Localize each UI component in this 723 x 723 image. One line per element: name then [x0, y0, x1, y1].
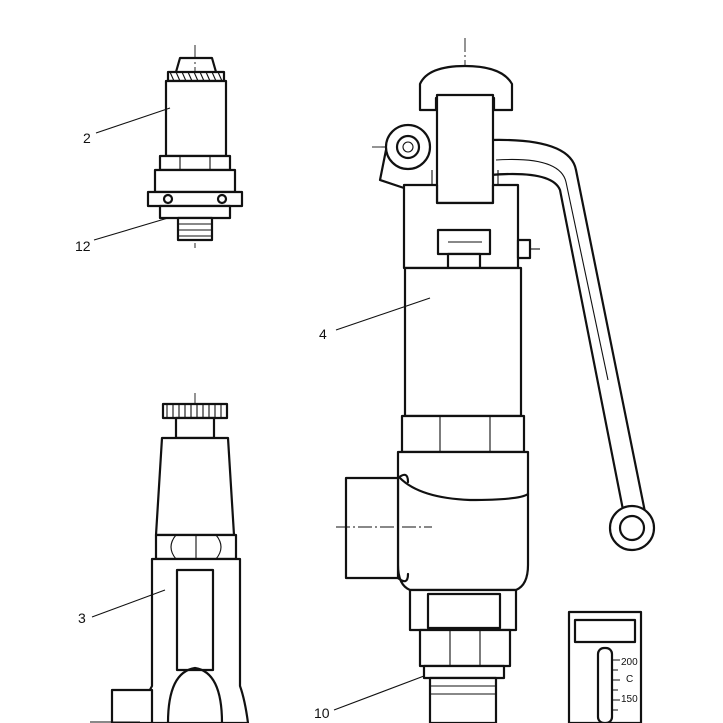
callout-2: 2 — [83, 107, 171, 146]
bottom-left-valve — [90, 393, 250, 723]
callout-12: 12 — [75, 217, 169, 254]
callout-2-label: 2 — [83, 130, 91, 146]
main-valve — [336, 38, 656, 723]
callout-4-label: 4 — [319, 326, 327, 342]
callout-12-label: 12 — [75, 238, 91, 254]
thermometer-mark-200: 200 — [621, 657, 638, 668]
callout-4: 4 — [319, 297, 431, 342]
callout-10-label: 10 — [314, 705, 330, 721]
callout-3: 3 — [78, 589, 166, 626]
thermometer: 200 C 150 — [567, 610, 643, 723]
callout-10: 10 — [314, 675, 425, 721]
thermometer-mark-150: 150 — [621, 694, 638, 705]
thermometer-unit: C — [626, 674, 633, 685]
callout-3-label: 3 — [78, 610, 86, 626]
small-valve-cap — [146, 45, 244, 248]
